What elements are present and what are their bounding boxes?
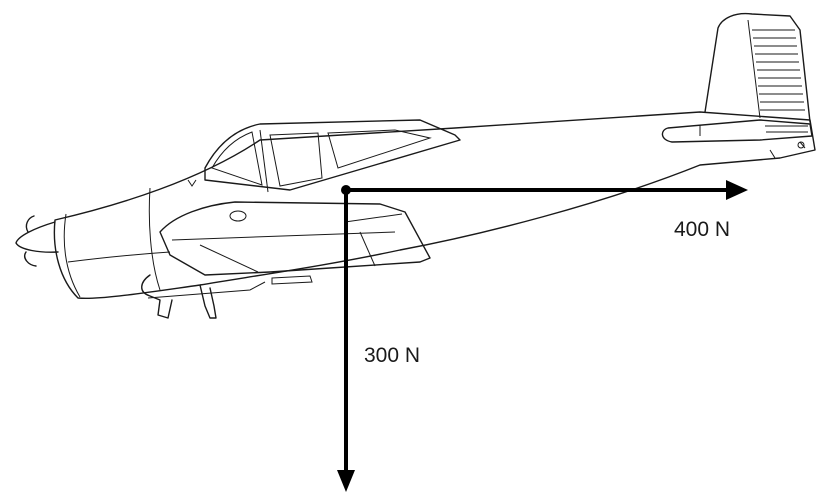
arrowhead-down-icon bbox=[337, 470, 355, 492]
wing bbox=[159, 201, 431, 276]
airplane-icon bbox=[15, 12, 816, 319]
horizontal-stabilizer bbox=[661, 119, 813, 143]
force-vectors bbox=[337, 180, 748, 492]
vertical-force-label: 300 N bbox=[364, 344, 421, 367]
arrowhead-right-icon bbox=[726, 180, 748, 200]
propeller-spinner bbox=[15, 221, 59, 253]
horizontal-force-label: 400 N bbox=[674, 218, 731, 241]
vertical-fin bbox=[704, 12, 811, 123]
rudder-hatching bbox=[752, 29, 808, 133]
fuselage bbox=[53, 111, 816, 299]
landing-gear bbox=[141, 274, 173, 319]
canopy bbox=[204, 119, 461, 191]
